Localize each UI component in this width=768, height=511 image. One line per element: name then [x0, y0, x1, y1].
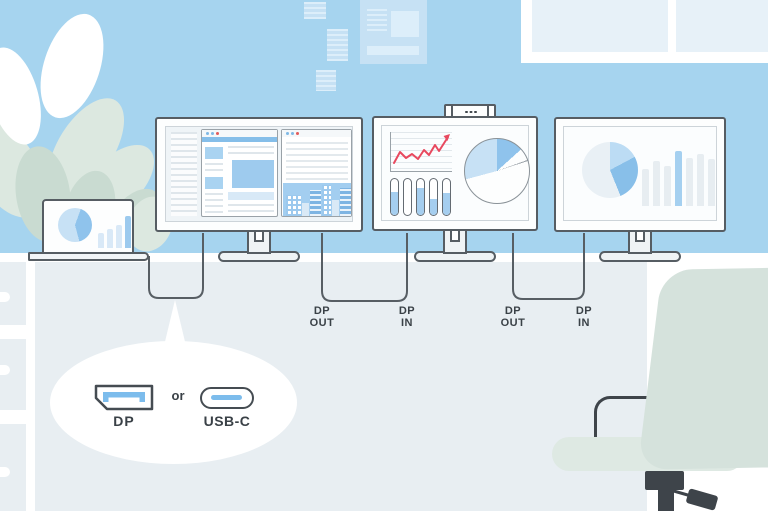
monitor-neck: [628, 230, 652, 254]
monitor-neck-notch: [450, 230, 460, 242]
monitor1-to-monitor2-cable: [321, 233, 408, 302]
pie-chart: [582, 142, 638, 198]
window-pane: [532, 0, 668, 52]
monitor-screen: [165, 126, 353, 222]
pie-chart: [464, 138, 530, 204]
poster-image: [391, 11, 419, 37]
window-control-dots: [286, 132, 289, 135]
monitor-neck: [443, 230, 467, 254]
pie-chart: [58, 208, 92, 242]
monitor-screen: [381, 125, 530, 221]
drawer-handle: [0, 467, 10, 477]
laptop-base: [28, 252, 149, 261]
displayport-connector-icon: [94, 384, 154, 411]
drawer-handle: [0, 365, 10, 375]
arrow-head: [443, 134, 450, 141]
connector-callout-balloon: [50, 341, 297, 464]
highlight-bar: [675, 151, 682, 206]
line-chart: [390, 132, 452, 172]
browser-window: [201, 129, 278, 217]
monitor-neck-notch: [635, 230, 645, 242]
highlight-bar: [125, 216, 131, 248]
monitor-neck-notch: [254, 230, 264, 242]
drawer-handle: [0, 292, 10, 302]
laptop-screen: [42, 199, 134, 254]
usbc-label: USB-C: [203, 413, 251, 429]
document-panel: [171, 132, 197, 216]
content-image: [232, 160, 274, 188]
city-illustration: [283, 183, 351, 216]
chair-pedestal: [645, 471, 684, 490]
wall-poster: [360, 0, 427, 64]
monitor-screen: [563, 126, 717, 221]
monitor2-to-monitor3-cable: [512, 233, 585, 300]
window-header-bar: [202, 137, 277, 142]
window-control-dots: [206, 132, 209, 135]
laptop-to-monitor1-cable: [148, 233, 204, 299]
wall-note: [316, 70, 336, 91]
wall-note: [304, 2, 326, 19]
dp-label: DP: [113, 413, 135, 429]
browser-window: [281, 129, 352, 217]
poster-text-lines: [367, 9, 387, 31]
usb-c-connector-icon: [200, 387, 254, 409]
wall-note: [327, 29, 348, 61]
window-pane: [676, 0, 768, 52]
poster-bar: [367, 46, 419, 55]
or-text: or: [171, 388, 185, 403]
chair-armrest: [594, 396, 651, 447]
